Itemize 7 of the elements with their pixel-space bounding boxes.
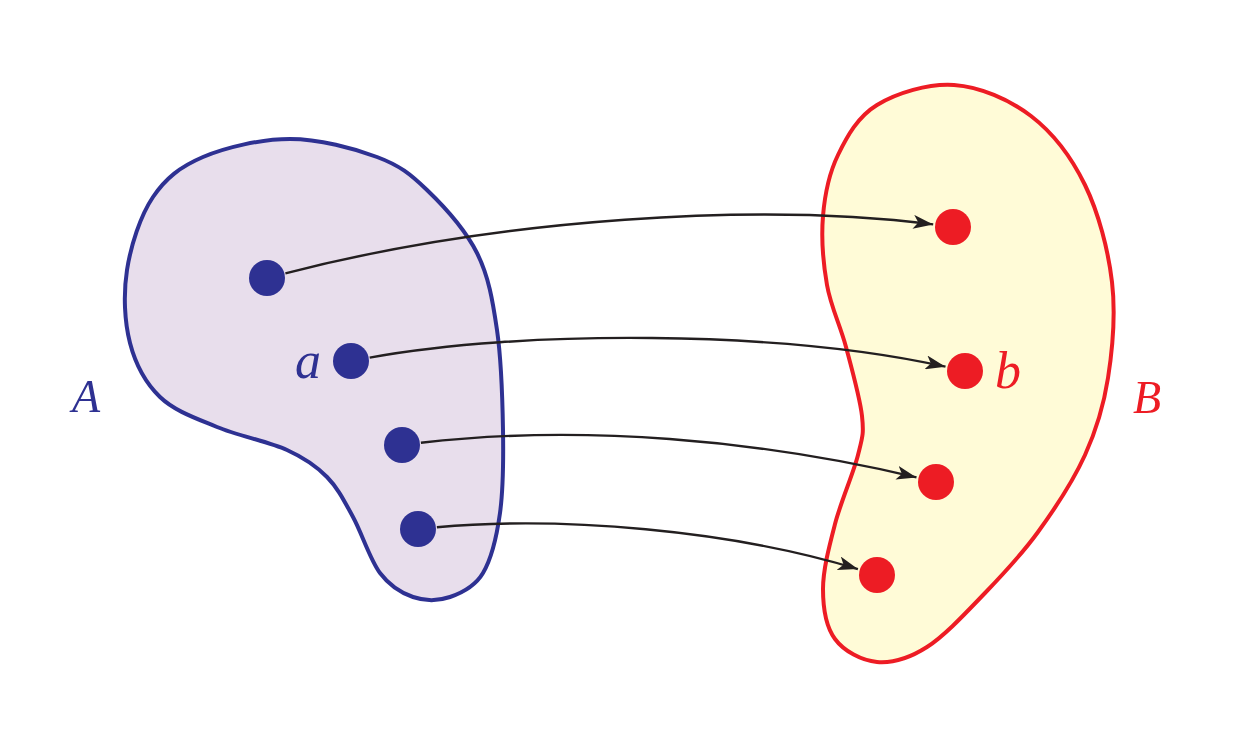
arrow: [285, 213, 934, 275]
element-label: a: [295, 335, 321, 387]
arrow: [420, 433, 917, 480]
arrow: [369, 336, 946, 370]
element-label: b: [995, 345, 1021, 397]
set-label: B: [1133, 375, 1162, 421]
arrow: [436, 522, 859, 571]
